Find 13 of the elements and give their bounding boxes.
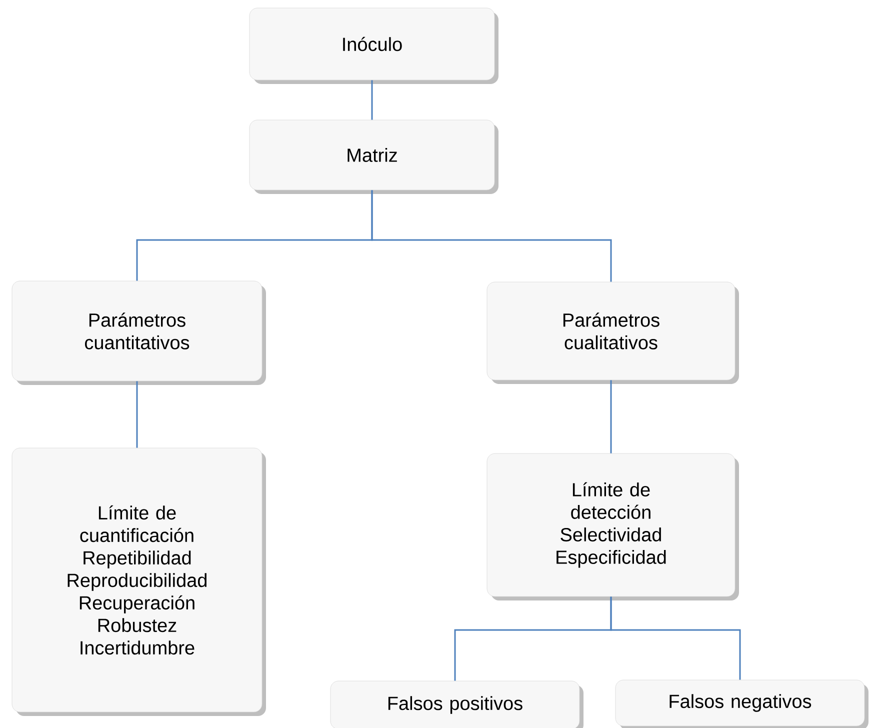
process-box: Límite de cuantificación Repetibilidad Reproducibilidad Recuperación Robustez Incertidumbre (12, 448, 266, 716)
process-box: Inóculo (249, 8, 498, 84)
connector-line (371, 80, 373, 120)
process-box: Falsos negativos (615, 680, 868, 728)
connector-line (136, 381, 138, 448)
process-box: Falsos positivos (330, 680, 584, 728)
connector-line (371, 190, 612, 282)
connector-line (610, 380, 612, 454)
process-box: Parámetros cualitativos (486, 282, 739, 384)
process-box: Límite de detección Selectividad Especificidad (486, 453, 739, 600)
process-box: Parámetros cuantitativos (12, 280, 266, 385)
process-box: Matriz (249, 120, 498, 194)
connector-line (610, 596, 741, 680)
